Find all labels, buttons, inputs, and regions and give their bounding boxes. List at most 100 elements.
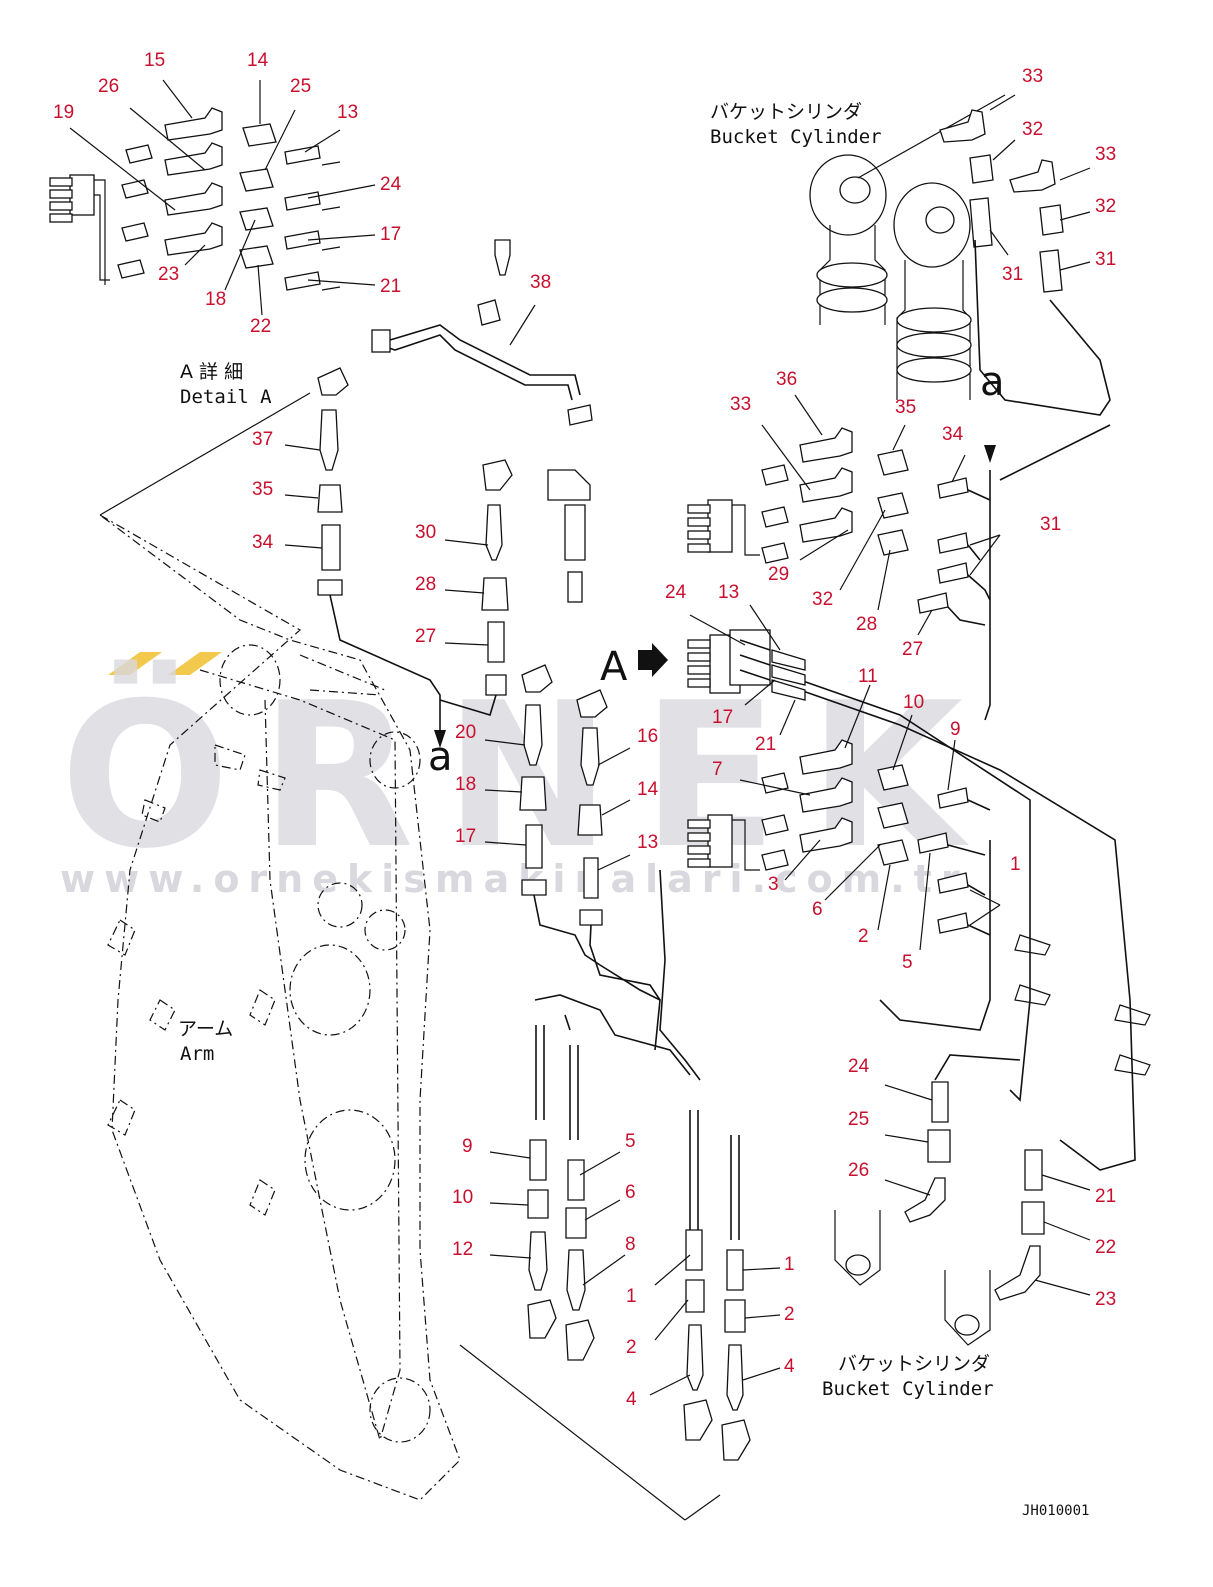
callout: 25 [290, 76, 311, 97]
callout: 17 [712, 707, 733, 728]
hose-clamp-3 [1114, 1004, 1151, 1026]
callout: 18 [205, 289, 226, 310]
callout: 36 [776, 369, 797, 390]
callout: 22 [250, 316, 271, 337]
callout: 1 [1010, 854, 1021, 875]
callout: 27 [902, 639, 923, 660]
callout: 10 [903, 692, 924, 713]
callout: 33 [1095, 144, 1116, 165]
arm-pin-1 [317, 882, 363, 928]
arm-pin-2 [364, 909, 406, 951]
callout: 24 [665, 582, 687, 603]
detail-a-label-en: Detail A [180, 386, 272, 408]
callout: 15 [144, 50, 165, 71]
watermark-url: www.ornekismakinalari.com.tr [60, 857, 969, 901]
callout: 17 [455, 826, 476, 847]
callout: 1 [626, 1286, 637, 1307]
callout: 2 [626, 1337, 637, 1358]
callout: 9 [950, 719, 961, 740]
bucket-bottom-label-en: Bucket Cylinder [822, 1378, 994, 1400]
callout: 23 [1095, 1289, 1116, 1310]
callout: 34 [942, 424, 964, 445]
drawing-code: JH010001 [1022, 1503, 1089, 1519]
callouts: 15 14 26 25 13 19 24 17 23 21 18 22 38 3… [53, 50, 1116, 1410]
hose-routing [329, 239, 1151, 1171]
callout: 31 [1040, 514, 1061, 535]
callout: 11 [858, 666, 878, 687]
bucket-top-label-jp: バケットシリンダ [710, 101, 862, 123]
reference-a-mid: a [428, 734, 453, 780]
callout: 17 [380, 224, 401, 245]
center-fittings-30 [444, 459, 513, 696]
nuts-tl [239, 123, 277, 269]
top-right-fittings [939, 94, 1091, 293]
watermark-brand: ÖRNEK [60, 659, 993, 893]
arrow-a-top [984, 445, 996, 463]
callout: 2 [784, 1304, 795, 1325]
view-a-label: A [600, 644, 628, 690]
callout: 38 [530, 272, 551, 293]
callout: 8 [625, 1234, 636, 1255]
callout: 25 [848, 1109, 869, 1130]
callout: 14 [637, 779, 659, 800]
arm-label-jp: アーム [178, 1018, 233, 1040]
callout: 16 [637, 726, 658, 747]
callout: 5 [902, 952, 913, 973]
callout: 10 [452, 1187, 473, 1208]
callout: 31 [1002, 264, 1023, 285]
callout: 34 [252, 532, 274, 553]
callout: 12 [452, 1239, 473, 1260]
callout: 32 [1095, 196, 1116, 217]
center-fittings-20 [484, 664, 631, 926]
sleeves-tl [284, 145, 341, 291]
callout: 28 [856, 614, 877, 635]
adapter-column-tl [117, 144, 153, 279]
bottom-stacks [489, 1025, 781, 1461]
callout: 20 [455, 722, 476, 743]
bucket-top-label-en: Bucket Cylinder [710, 126, 882, 148]
view-a-arrow [638, 643, 668, 677]
bucket-bottom-label-jp: バケットシリンダ [838, 1353, 990, 1375]
right-cluster-lower [687, 684, 1001, 951]
arm-guide [299, 654, 386, 696]
hose-clamp-1 [1014, 934, 1051, 956]
arm-hole-2 [304, 1109, 396, 1211]
pipe-38 [371, 239, 593, 603]
valve-block-top-left [49, 174, 110, 285]
callout: 7 [712, 759, 723, 780]
callout: 6 [625, 1182, 636, 1203]
arm-outline [99, 514, 461, 1501]
callout: 23 [158, 264, 179, 285]
arm-clamps [141, 744, 286, 823]
hose-clamp-4 [1114, 1054, 1151, 1076]
callout: 1 [784, 1254, 795, 1275]
detail-leaders [99, 392, 721, 1521]
callout: 26 [848, 1160, 869, 1181]
reference-a-top: a [980, 359, 1005, 405]
callout: 35 [895, 397, 916, 418]
callout: 31 [1095, 249, 1116, 270]
top-left-cluster [49, 79, 376, 316]
view-a-block [638, 604, 806, 736]
elbow-fittings-tl [164, 107, 223, 256]
callout: 21 [380, 276, 401, 297]
callout: 26 [98, 76, 119, 97]
arm-brackets [107, 919, 276, 1216]
callout: 30 [415, 522, 436, 543]
callout: 21 [755, 734, 776, 755]
arm-boss-bottom [369, 1377, 431, 1443]
callout: 14 [247, 50, 269, 71]
valve-block-right-upper [687, 499, 760, 556]
callout: 5 [625, 1131, 636, 1152]
detail-a-label-jp: A 詳 細 [180, 361, 243, 383]
callout: 33 [1022, 66, 1043, 87]
callout: 9 [462, 1136, 473, 1157]
arm-label-en: Arm [180, 1043, 214, 1065]
callout: 19 [53, 102, 74, 123]
callout: 3 [768, 874, 779, 895]
callout: 13 [337, 102, 358, 123]
callout: 24 [848, 1056, 870, 1077]
leaders-tl [69, 79, 376, 316]
arm-boss-mid [369, 731, 421, 789]
callout: 4 [626, 1389, 637, 1410]
